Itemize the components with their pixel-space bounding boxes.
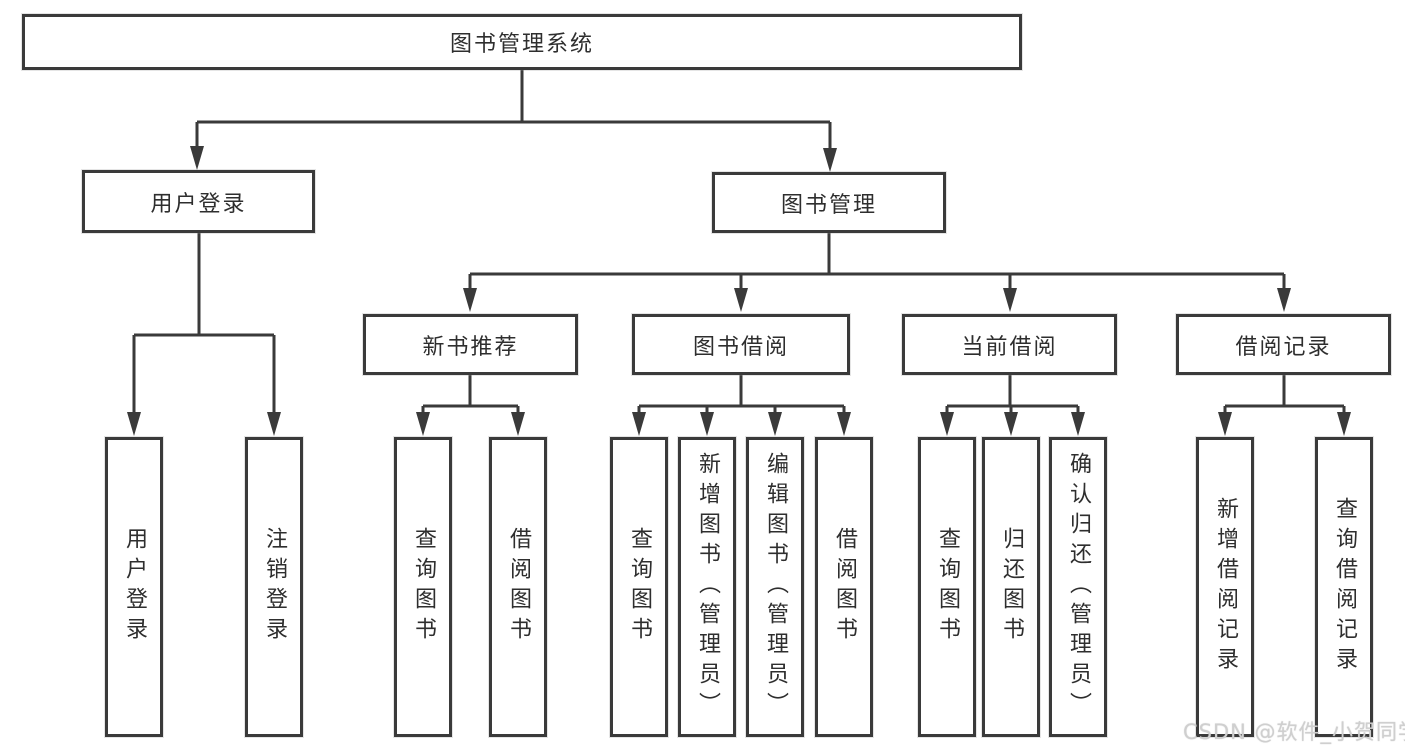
- node-borrowing-records-label: 借阅记录: [1235, 334, 1332, 360]
- node-borrowing-records: 借阅记录: [1176, 314, 1391, 375]
- leaf-user-login-label: 用户登录: [122, 527, 147, 647]
- leaf-logout: 注销登录: [245, 437, 303, 737]
- leaf-borrow-book-label: 借阅图书: [832, 527, 857, 647]
- leaf-query-book-borrowing-label: 查询图书: [627, 527, 652, 647]
- node-root: 图书管理系统: [22, 14, 1022, 70]
- node-current-borrowing: 当前借阅: [902, 314, 1117, 375]
- leaf-add-book-admin: 新增图书（管理员）: [678, 437, 736, 737]
- node-root-label: 图书管理系统: [449, 32, 594, 57]
- leaf-edit-book-admin: 编辑图书（管理员）: [746, 437, 804, 737]
- leaf-add-book-admin-label: 新增图书（管理员）: [695, 452, 720, 722]
- leaf-add-borrow-record: 新增借阅记录: [1196, 437, 1254, 737]
- node-book-management: 图书管理: [712, 172, 946, 233]
- leaf-query-book-current-label: 查询图书: [935, 527, 960, 647]
- leaf-user-login: 用户登录: [105, 437, 163, 737]
- leaf-confirm-return-admin-label: 确认归还（管理员）: [1066, 452, 1091, 722]
- leaf-query-book-recommend: 查询图书: [394, 437, 452, 737]
- node-user-login: 用户登录: [82, 170, 315, 233]
- leaf-edit-book-admin-label: 编辑图书（管理员）: [763, 452, 788, 722]
- node-new-book-recommend: 新书推荐: [363, 314, 578, 375]
- leaf-add-borrow-record-label: 新增借阅记录: [1213, 497, 1238, 677]
- leaf-return-book: 归还图书: [982, 437, 1040, 737]
- node-book-management-label: 图书管理: [780, 192, 877, 218]
- leaf-logout-label: 注销登录: [262, 527, 287, 647]
- leaf-query-book-recommend-label: 查询图书: [411, 527, 436, 647]
- leaf-borrow-book-recommend-label: 借阅图书: [506, 527, 531, 647]
- leaf-query-book-current: 查询图书: [918, 437, 976, 737]
- csdn-watermark: CSDN @软件_小贺同学: [1183, 720, 1405, 744]
- leaf-return-book-label: 归还图书: [999, 527, 1024, 647]
- node-book-borrowing-label: 图书借阅: [692, 334, 789, 360]
- node-book-borrowing: 图书借阅: [632, 314, 850, 375]
- leaf-confirm-return-admin: 确认归还（管理员）: [1049, 437, 1107, 737]
- node-user-login-label: 用户登录: [150, 191, 247, 217]
- node-current-borrowing-label: 当前借阅: [961, 334, 1058, 360]
- leaf-borrow-book: 借阅图书: [815, 437, 873, 737]
- leaf-query-book-borrowing: 查询图书: [610, 437, 668, 737]
- leaf-query-borrow-record: 查询借阅记录: [1315, 437, 1373, 737]
- node-new-book-recommend-label: 新书推荐: [422, 334, 519, 360]
- leaf-borrow-book-recommend: 借阅图书: [489, 437, 547, 737]
- leaf-query-borrow-record-label: 查询借阅记录: [1332, 497, 1357, 677]
